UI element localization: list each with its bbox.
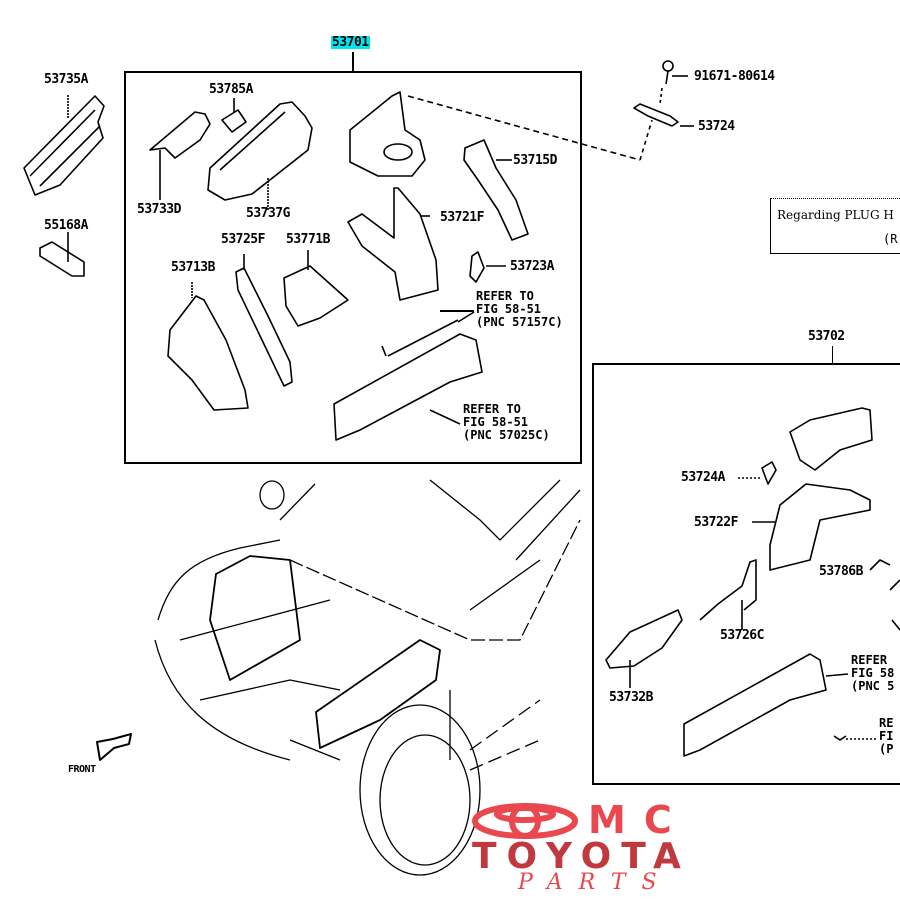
part-label-53722F[interactable]: 53722F [694, 515, 738, 530]
part-label-53771B[interactable]: 53771B [286, 232, 330, 247]
part-53785A-drawing [221, 98, 247, 133]
front-label: FRONT [68, 764, 96, 775]
refer-note-line: FI [879, 729, 894, 743]
refer-note-line: (P [879, 742, 894, 756]
part-53737G-drawing [207, 101, 313, 210]
part-label-53702[interactable]: 53702 [808, 329, 845, 344]
refer-note-right-2[interactable]: RE FI (P [879, 717, 893, 756]
part-53723A-drawing [469, 251, 506, 283]
part-53713B-drawing [167, 282, 249, 411]
part-53735A-drawing [23, 95, 105, 196]
watermark-logo: MC TOYOTA PARTS [470, 798, 760, 895]
part-label-53786B[interactable]: 53786B [819, 564, 863, 579]
watermark-mc: MC [588, 798, 690, 842]
refer-note-line: REFER TO [463, 402, 521, 416]
part-53733D-drawing [149, 111, 211, 200]
front-arrow-icon [96, 733, 132, 761]
watermark-parts: PARTS [518, 870, 673, 895]
group-53702-leader [832, 346, 833, 364]
part-label-53701[interactable]: 53701 [331, 35, 370, 50]
refer-note-line: (PNC 5 [851, 679, 895, 693]
part-front-rail-drawing [333, 311, 483, 441]
refer-note-57025C[interactable]: REFER TO FIG 58-51 (PNC 57025C) [463, 403, 550, 442]
part-label-53726C[interactable]: 53726C [720, 628, 764, 643]
refer-note-line: FIG 58 [851, 666, 895, 680]
part-label-53785A[interactable]: 53785A [209, 82, 253, 97]
info-box[interactable]: Regarding PLUG H (R [770, 198, 900, 254]
part-53721F-drawing [347, 187, 439, 301]
toyota-emblem-icon [472, 803, 578, 839]
part-label-53725F[interactable]: 53725F [221, 232, 265, 247]
part-53725F-drawing [235, 254, 293, 387]
refer-note-line: REFER [851, 653, 888, 667]
info-box-line2: (R [883, 232, 898, 246]
refer-note-right-1[interactable]: REFER FIG 58 (PNC 5 [851, 654, 894, 693]
part-label-53721F[interactable]: 53721F [440, 210, 484, 225]
part-label-91671-80614[interactable]: 91671-80614 [694, 69, 775, 84]
watermark-toyota: TOYOTA [472, 836, 691, 877]
refer-note-line: (PNC 57025C) [463, 428, 550, 442]
part-label-53713B[interactable]: 53713B [171, 260, 215, 275]
part-label-53724A[interactable]: 53724A [681, 470, 725, 485]
part-label-53723A[interactable]: 53723A [510, 259, 554, 274]
refer-note-line: RE [879, 716, 894, 730]
group-53701-frame [124, 71, 582, 464]
group-53702-frame [592, 363, 900, 785]
part-label-53735A[interactable]: 53735A [44, 72, 88, 87]
refer-note-line: (PNC 57157C) [476, 315, 563, 329]
part-55168A-drawing [39, 232, 85, 277]
group-53701-leader [352, 52, 354, 72]
vehicle-body-drawing [154, 479, 581, 876]
part-label-53715D[interactable]: 53715D [513, 153, 557, 168]
part-53724-drawing [633, 60, 694, 127]
refer-note-57157C[interactable]: REFER TO FIG 58-51 (PNC 57157C) [476, 290, 563, 329]
part-apron-top-drawing [349, 91, 653, 177]
part-label-53724[interactable]: 53724 [698, 119, 735, 134]
part-label-55168A[interactable]: 55168A [44, 218, 88, 233]
refer-note-line: FIG 58-51 [476, 302, 542, 316]
part-label-53733D[interactable]: 53733D [137, 202, 181, 217]
part-53771B-drawing [283, 250, 349, 327]
info-box-line1: Regarding PLUG H [777, 208, 894, 222]
part-53715D-drawing [463, 139, 529, 241]
part-label-53737G[interactable]: 53737G [246, 206, 290, 221]
refer-note-line: FIG 58-51 [463, 415, 529, 429]
refer-note-line: REFER TO [476, 289, 534, 303]
part-53702-group-drawing [605, 407, 900, 757]
refer-note-leader [440, 310, 474, 312]
part-label-53732B[interactable]: 53732B [609, 690, 653, 705]
